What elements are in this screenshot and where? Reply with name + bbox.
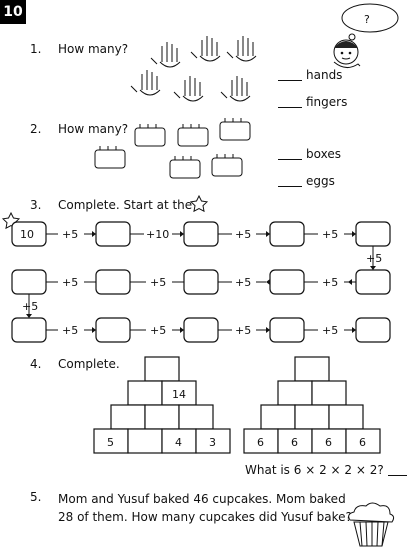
op-r2-2: +5: [150, 276, 166, 289]
q4-prompt: Complete.: [58, 357, 120, 371]
page-number-badge: 10: [0, 0, 26, 24]
pyr-left-b3-value: 4: [175, 436, 182, 449]
pyr-right-b3[interactable]: [311, 428, 347, 454]
q1-fingers-answer[interactable]: fingers: [278, 95, 347, 109]
pyr-right-r2-1[interactable]: [277, 380, 313, 406]
pyr-right-r3-2[interactable]: [294, 404, 330, 430]
pyr-right-b4-value: 6: [359, 436, 366, 449]
pyr-left-b2[interactable]: [127, 428, 163, 454]
pyr-right-b1-value: 6: [257, 436, 264, 449]
pyr-right-top[interactable]: [294, 356, 330, 382]
op-r2-3: +5: [235, 276, 251, 289]
pyr-right-r2-2[interactable]: [311, 380, 347, 406]
pyr-right-b4[interactable]: [345, 428, 381, 454]
op-r2-1: +5: [62, 276, 78, 289]
op-r3-3: +5: [235, 324, 251, 337]
pyr-left-b3[interactable]: [161, 428, 197, 454]
chain-start-value: 10: [20, 228, 34, 241]
q2-eggs-answer[interactable]: eggs: [278, 174, 335, 188]
pyr-right-b2-value: 6: [291, 436, 298, 449]
q5-number: 5.: [30, 490, 42, 504]
start-star-icon: [1, 211, 21, 230]
svg-text:?: ?: [364, 13, 370, 26]
chain-box-r3-5[interactable]: [355, 317, 391, 343]
pyr-left-r2-1[interactable]: [127, 380, 163, 406]
q5-line1: Mom and Yusuf baked 46 cupcakes. Mom bak…: [58, 492, 346, 506]
q2-number: 2.: [30, 122, 42, 136]
q2-boxes-answer[interactable]: boxes: [278, 147, 341, 161]
q4-number: 4.: [30, 357, 42, 371]
pyr-right-b3-value: 6: [325, 436, 332, 449]
q5-text: Mom and Yusuf baked 46 cupcakes. Mom bak…: [58, 490, 358, 526]
pyramid-left: 14 5 4 3: [93, 356, 231, 454]
q4-question[interactable]: What is 6 × 2 × 2 × 2?: [245, 463, 407, 477]
q3-prompt: Complete. Start at the: [58, 198, 193, 212]
pyramid-right: 6 6 6 6: [243, 356, 381, 454]
q5-line2: 28 of them. How many cupcakes did Yusuf …: [58, 510, 352, 524]
pyr-right-r3-3[interactable]: [328, 404, 364, 430]
q1-prompt: How many?: [58, 42, 129, 56]
op-r1-3: +5: [235, 228, 251, 241]
pyr-left-b4-value: 3: [209, 436, 216, 449]
op-r2-4: +5: [322, 276, 338, 289]
pyr-left-r3-2[interactable]: [144, 404, 180, 430]
pyr-left-r2-2-value: 14: [172, 388, 186, 401]
pyr-left-b4[interactable]: [195, 428, 231, 454]
op-r3-2: +5: [150, 324, 166, 337]
q3-number: 3.: [30, 198, 42, 212]
op-r3-1: +5: [62, 324, 78, 337]
q1-number: 1.: [30, 42, 42, 56]
q2-prompt: How many?: [58, 122, 129, 136]
op-r1-4: +5: [322, 228, 338, 241]
pyr-left-b1-value: 5: [107, 436, 114, 449]
op-r1-1: +5: [62, 228, 78, 241]
pyr-right-b2[interactable]: [277, 428, 313, 454]
op-down-2: +5: [22, 300, 38, 313]
op-r3-4: +5: [322, 324, 338, 337]
op-down-1: +5: [366, 252, 382, 265]
pyr-left-r3-3[interactable]: [178, 404, 214, 430]
op-r1-2: +10: [146, 228, 169, 241]
star-icon: [189, 194, 209, 213]
q1-hands-answer[interactable]: hands: [278, 68, 342, 82]
pyr-right-b1[interactable]: [243, 428, 279, 454]
